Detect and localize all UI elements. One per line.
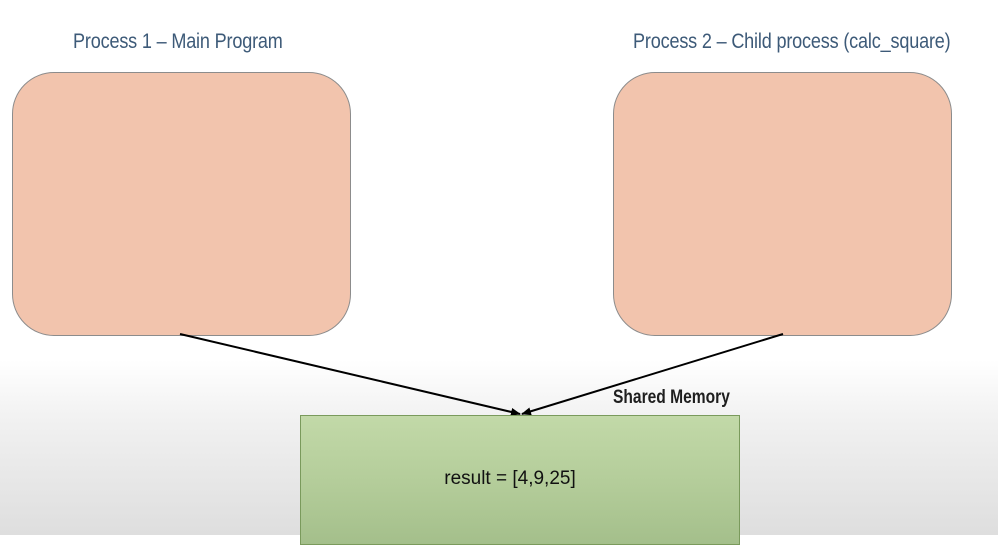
arrow-process1-to-memory: [179, 333, 521, 416]
shared-memory-label: Shared Memory: [613, 387, 730, 408]
process1-title: Process 1 – Main Program: [73, 30, 283, 53]
process1-box: [12, 72, 351, 336]
process2-box: [613, 72, 952, 336]
shared-memory-box: result = [4,9,25]: [300, 415, 740, 545]
process2-title: Process 2 – Child process (calc_square): [633, 30, 951, 53]
shared-memory-content: result = [4,9,25]: [444, 468, 576, 489]
arrow-process2-to-memory: [521, 333, 784, 416]
